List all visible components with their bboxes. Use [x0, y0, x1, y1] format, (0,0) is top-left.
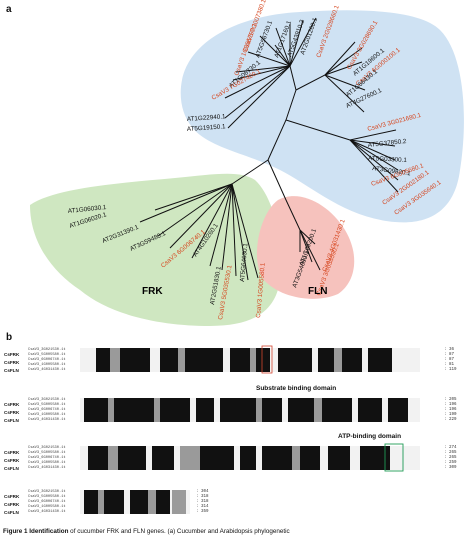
seq-end: : 265 — [444, 456, 457, 460]
caption-bold: Figure 1 Identification — [3, 528, 69, 535]
tree-leaf: CsaV3 1G005580.1 — [255, 262, 267, 318]
atp-domain-title: ATP-binding domain — [338, 433, 402, 440]
seq-id: CsaV3_1G005580.1t — [28, 461, 66, 465]
seq-end: : 309 — [444, 466, 457, 470]
group-label: CsFLN — [4, 418, 19, 423]
seq-id: CsaV3_4G031430.1t — [28, 418, 66, 422]
seq-id: CsaV3_5G005580.1t — [28, 451, 66, 455]
clade-green-region — [30, 173, 282, 326]
group-label: CsFLN — [4, 510, 19, 515]
clade-label-frk: FRK — [142, 286, 163, 297]
seq-id: CsaV3_4G031430.1t — [28, 368, 66, 372]
seq-end: : 359 — [196, 510, 209, 514]
seq-end: : 274 — [444, 446, 457, 450]
alignment-graphic — [80, 345, 420, 514]
seq-id: CsaV3_1G005580.1t — [28, 413, 66, 417]
clade-label-fln: FLN — [308, 286, 327, 297]
seq-id: CsaV3_5G005580.1t — [28, 353, 66, 357]
tree-leaf: AT5G37850.2 — [367, 138, 407, 149]
tree-branches — [139, 17, 399, 281]
tree-leaf: AT1G22940.1 — [187, 113, 227, 123]
group-label: CsFLN — [4, 368, 19, 373]
group-label: CsFRK — [4, 450, 20, 455]
tree-leaf: AT5G19150.1 — [187, 123, 227, 133]
phylogenetic-tree: CsaV3 7G007380.1 AT5G58730.1 AT1G17160.1… — [30, 0, 464, 326]
tree-leaf: AT5G03300.1 — [368, 155, 408, 164]
seq-end: : 314 — [196, 505, 209, 509]
seq-end: : 196 — [444, 403, 457, 407]
group-label: CsFRK — [4, 410, 20, 415]
seq-end: : 229 — [444, 418, 457, 422]
panel-a-label: a — [6, 4, 12, 15]
group-label: CsFRK — [4, 494, 20, 499]
seq-end: : 259 — [444, 461, 457, 465]
seq-id: CsaV3_6G006740.1t — [28, 500, 66, 504]
tree-leaf: AT5G64630.1 — [239, 242, 249, 282]
seq-end: : 318 — [196, 500, 209, 504]
seq-id: CsaV3_6G006740.1t — [28, 456, 66, 460]
panel-b-label: b — [6, 332, 13, 343]
seq-id: CsaV3_4G031430.1t — [28, 466, 66, 470]
seq-id: CsaV3_5G005580.1t — [28, 495, 66, 499]
seq-id: CsaV3_6G006740.1t — [28, 358, 66, 362]
group-label: CsFRK — [4, 360, 20, 365]
seq-end: : 318 — [196, 495, 209, 499]
seq-id: CsaV3_3G021530.1t — [28, 490, 66, 494]
seq-id: CsaV3_3G021530.1t — [28, 446, 66, 450]
seq-end: : 196 — [444, 408, 457, 412]
seq-end: : 265 — [444, 451, 457, 455]
seq-end: : 36 — [444, 348, 455, 352]
figure-caption: Figure 1 Identification of cucumber FRK … — [3, 528, 473, 535]
alignment-block-3 — [80, 443, 420, 472]
seq-id: CsaV3_1G005580.1t — [28, 505, 66, 509]
seq-end: : 190 — [444, 413, 457, 417]
seq-end: : 87 — [444, 353, 455, 357]
group-label: CsFRK — [4, 352, 20, 357]
seq-end: : 119 — [444, 368, 457, 372]
substrate-domain-title: Substrate binding domain — [256, 385, 337, 392]
clade-blue-region — [180, 10, 464, 223]
seq-id: CsaV3_3G021530.1t — [28, 348, 66, 352]
seq-end: : 205 — [444, 398, 457, 402]
group-label: CsFLN — [4, 466, 19, 471]
tree-leaf: AT1G06030.1 — [67, 204, 107, 215]
seq-id: CsaV3_5G005580.1t — [28, 403, 66, 407]
seq-end: : 304 — [196, 490, 209, 494]
alignment-block-4 — [80, 490, 190, 514]
seq-id: CsaV3_3G021530.1t — [28, 398, 66, 402]
seq-id: CsaV3_1G005580.1t — [28, 363, 66, 367]
seq-end: : 81 — [444, 363, 455, 367]
clade-red-region — [256, 196, 355, 299]
group-label: CsFRK — [4, 502, 20, 507]
alignment-block-1 — [80, 345, 420, 374]
seq-id: CsaV3_4G031430.1t — [28, 510, 66, 514]
alignment-block-2 — [80, 398, 420, 422]
group-label: CsFRK — [4, 458, 20, 463]
group-label: CsFRK — [4, 402, 20, 407]
seq-end: : 87 — [444, 358, 455, 362]
seq-id: CsaV3_6G006740.1t — [28, 408, 66, 412]
caption-text: of cucumber FRK and FLN genes. (a) Cucum… — [68, 528, 290, 535]
